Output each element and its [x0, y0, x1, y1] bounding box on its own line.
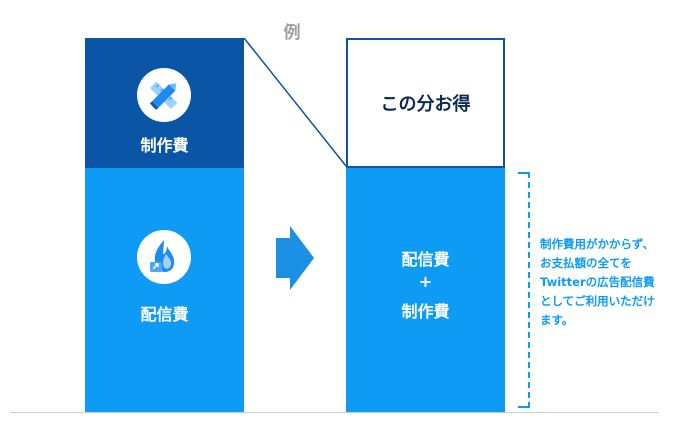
note-line: お支払額の全てを: [540, 256, 632, 270]
note-line: 制作費用がかからず、: [540, 237, 654, 251]
baseline: [10, 412, 658, 413]
savings-box: この分お得: [346, 38, 505, 168]
note-line: Twitterの広告配信費: [540, 275, 655, 289]
benefit-note: 制作費用がかからず、 お支払額の全てを Twitterの広告配信費 としてご利用…: [540, 235, 690, 330]
pencil-ruler-icon: [137, 68, 191, 122]
flame-icon: [137, 230, 191, 284]
delivery-cost-block: 配信費: [85, 168, 244, 412]
savings-label: この分お得: [380, 94, 471, 115]
note-line: ます。: [540, 313, 574, 327]
production-cost-text: 制作費: [401, 302, 450, 321]
production-cost-label: 制作費: [140, 136, 189, 155]
right-arrow-icon: [276, 226, 314, 290]
dashed-bracket: [518, 172, 530, 408]
note-line: としてご利用いただけ: [540, 294, 655, 308]
plus-sign: +: [418, 272, 433, 291]
delivery-cost-text: 配信費: [401, 250, 450, 269]
combined-cost-block: 配信費 + 制作費: [346, 168, 505, 412]
delivery-cost-label: 配信費: [140, 305, 189, 324]
production-cost-block: 制作費: [85, 38, 244, 168]
example-label: 例: [283, 23, 301, 43]
